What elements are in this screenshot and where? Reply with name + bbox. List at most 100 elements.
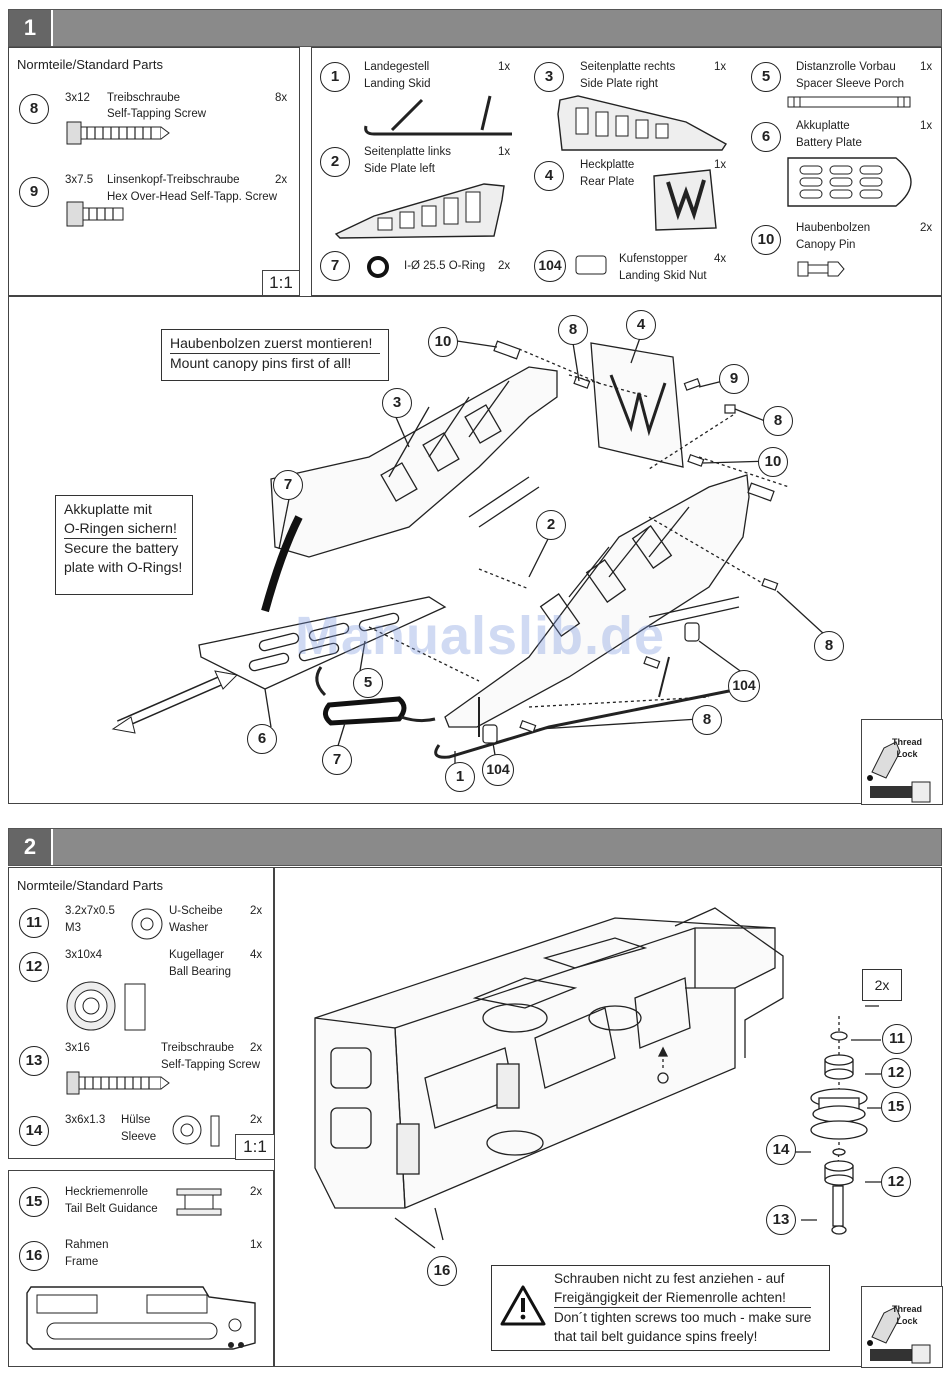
- assembly-diagram-step1: 10 8 4 9 3 8 10 7 2 5 6 7 1 104 8 104 8 …: [8, 296, 943, 805]
- thread-lock-bottle-icon: [867, 1306, 931, 1364]
- part-qty: 1x: [498, 146, 511, 158]
- part-number-badge: 2: [320, 147, 350, 177]
- part-name-en: Hex Over-Head Self-Tapp. Screw: [107, 191, 278, 203]
- part-number-badge: 12: [19, 952, 49, 982]
- ball-bearing-icon: [66, 981, 146, 1031]
- assembly-diagram-step2: 2x 11 12 15 14 12 13 16 Schrauben nicht …: [274, 867, 943, 1368]
- part-name-de: Seitenplatte rechts: [580, 61, 676, 73]
- step-1-header: 1: [8, 9, 942, 47]
- part-number-badge: 104: [534, 250, 566, 282]
- part-number-badge: 9: [19, 177, 49, 207]
- side-plate-left-icon: [334, 183, 505, 239]
- note-line: O-Ringen sichern!: [64, 519, 177, 539]
- part-name-en: Sleeve: [121, 1131, 157, 1143]
- warning-box: Schrauben nicht zu fest anziehen - auf F…: [491, 1265, 830, 1351]
- callout-8: 8: [692, 705, 722, 735]
- thread-lock-badge: Thread Lock: [861, 1286, 943, 1368]
- part-name-de: Seitenplatte links: [364, 146, 451, 158]
- thread-lock-label: Thread Lock: [892, 736, 922, 760]
- scale-label: 1:1: [235, 1134, 275, 1160]
- part-name-en: Frame: [65, 1256, 99, 1268]
- part-qty: 1x: [920, 120, 933, 132]
- multiplier-note: 2x: [862, 969, 902, 1001]
- part-qty: 1x: [714, 159, 727, 171]
- part-name-de: Kugellager: [169, 949, 224, 961]
- note-line: Secure the battery: [64, 540, 179, 556]
- note-line: Akkuplatte mit: [64, 501, 152, 517]
- part-name-de: Heckplatte: [580, 159, 635, 171]
- callout-3: 3: [382, 388, 412, 418]
- screw-icon: [66, 1071, 170, 1095]
- part-name-de: Kufenstopper: [619, 253, 688, 265]
- thread-lock-line: Lock: [896, 749, 918, 759]
- part-name-de: Rahmen: [65, 1239, 109, 1251]
- callout-8: 8: [558, 315, 588, 345]
- part-size: 3x7.5: [65, 174, 94, 186]
- frame-drawing: [314, 907, 881, 1249]
- warning-text: Schrauben nicht zu fest anziehen - auf F…: [554, 1269, 812, 1346]
- part-qty: 1x: [714, 61, 727, 73]
- warning-line: that tail belt guidance spins freely!: [554, 1329, 758, 1344]
- battery-plate-note: Akkuplatte mit O-Ringen sichern! Secure …: [55, 495, 193, 595]
- part-name-de: U-Scheibe: [169, 905, 223, 917]
- part-size-2: M3: [65, 922, 81, 934]
- callout-15: 15: [881, 1092, 911, 1122]
- part-number-badge: 8: [19, 94, 49, 124]
- standard-parts-panel: Normteile/Standard Parts 8 3x12 Treibsch…: [8, 47, 300, 296]
- part-qty: 1x: [920, 61, 933, 73]
- panel-title: Normteile/Standard Parts: [17, 878, 163, 893]
- thread-lock-label: Thread Lock: [892, 1303, 922, 1327]
- part-name-en: Rear Plate: [580, 176, 635, 188]
- part-size: 3.2x7x0.5: [65, 905, 115, 917]
- part-size: 3x12: [65, 92, 90, 104]
- part-name-de: Treibschraube: [161, 1042, 235, 1054]
- part-number-badge: 3: [534, 62, 564, 92]
- part-size: 3x6x1.3: [65, 1114, 106, 1126]
- callout-11: 11: [882, 1024, 912, 1054]
- part-name: I-Ø 25.5 O-Ring: [404, 260, 486, 272]
- frame-icon: [26, 1286, 256, 1350]
- part-size: 3x16: [65, 1042, 90, 1054]
- part-qty: 8x: [275, 92, 288, 104]
- part-number-badge: 13: [19, 1046, 49, 1076]
- thread-lock-line: Thread: [892, 737, 923, 747]
- part-name-en: Landing Skid Nut: [619, 270, 707, 282]
- part-name-de: Hülse: [121, 1114, 151, 1126]
- part-number-badge: 11: [19, 908, 49, 938]
- step-number: 2: [9, 829, 53, 865]
- callout-6: 6: [247, 724, 277, 754]
- standard-parts-panel: Normteile/Standard Parts 11 3.2x7x0.5 M3…: [8, 867, 275, 1160]
- part-qty: 1x: [498, 61, 511, 73]
- callout-1: 1: [445, 762, 475, 792]
- note-de: Haubenbolzen zuerst montieren!: [170, 334, 380, 354]
- callout-104: 104: [482, 754, 514, 786]
- o-ring-icon: [367, 256, 389, 278]
- landing-skid-icon: [364, 95, 512, 136]
- part-name-en: Tail Belt Guidance: [65, 1203, 158, 1215]
- callout-14: 14: [766, 1135, 796, 1165]
- callout-10: 10: [758, 447, 788, 477]
- part-number-badge: 14: [19, 1116, 49, 1146]
- part-name-de: Akkuplatte: [796, 120, 850, 132]
- part-name-en: Side Plate right: [580, 78, 658, 90]
- part-qty: 1x: [250, 1239, 263, 1251]
- step-number: 1: [9, 10, 53, 46]
- parts-list-panel: 1 Landegestell Landing Skid 1x 2 Seitenp…: [311, 47, 942, 296]
- step-2-header: 2: [8, 828, 942, 866]
- note-line: plate with O-Rings!: [64, 559, 183, 575]
- part-name-en: Battery Plate: [796, 137, 862, 149]
- callout-7: 7: [273, 470, 303, 500]
- part-name-de: Linsenkopf-Treibschraube: [107, 174, 240, 186]
- part-name-de: Landegestell: [364, 61, 430, 73]
- warning-line: Don´t tighten screws too much - make sur…: [554, 1310, 812, 1325]
- part-qty: 2x: [250, 905, 263, 917]
- part-number-badge: 5: [751, 62, 781, 92]
- part-qty: 2x: [250, 1114, 263, 1126]
- washer-icon: [131, 908, 163, 940]
- warning-line: Freigängigkeit der Riemenrolle achten!: [554, 1288, 812, 1308]
- callout-12: 12: [881, 1058, 911, 1088]
- part-name-en: Spacer Sleeve Porch: [796, 78, 905, 90]
- part-name-en: Ball Bearing: [169, 966, 232, 978]
- note-en: Mount canopy pins first of all!: [170, 355, 352, 371]
- part-number-badge: 10: [751, 225, 781, 255]
